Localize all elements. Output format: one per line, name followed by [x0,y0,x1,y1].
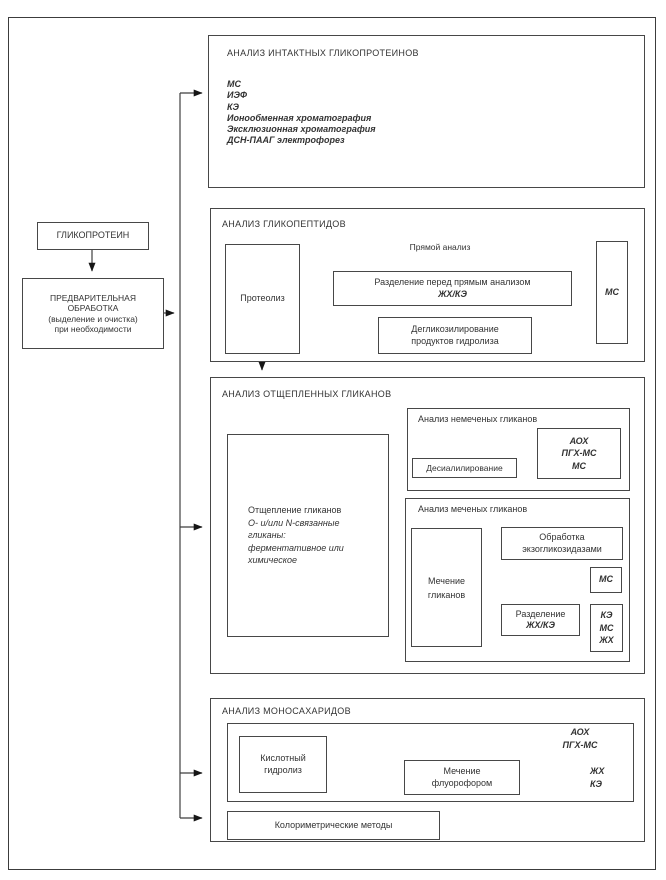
output-item: АОХ [570,727,590,737]
method-item: МС [572,460,586,471]
method-item: МС [227,79,241,89]
ms-label: МС [605,286,619,297]
output-item: КЭ [600,610,613,621]
method-item: ИЭФ [227,90,247,101]
separation-line2: ЖХ/КЭ [438,288,467,299]
section-intact-title: АНАЛИЗ ИНТАКТНЫХ ГЛИКОПРОТЕИНОВ [227,48,419,58]
output-item: ЖХ [599,635,614,646]
unlabeled-glycans-title: Анализ немеченых гликанов [418,414,538,424]
glycoprotein-label: ГЛИКОПРОТЕИН [56,230,130,241]
method-item: ПГХ-МС [561,448,597,459]
section-monosaccharides-title: АНАЛИЗ МОНОСАХАРИДОВ [222,706,351,716]
intact-methods-list: МС ИЭФ КЭ Ионообменная хроматография Экс… [227,79,376,147]
pretreatment-line: ПРЕДВАРИТЕЛЬНАЯ [49,292,136,303]
section-glycopeptides-title: АНАЛИЗ ГЛИКОПЕПТИДОВ [222,219,346,229]
method-item: Ионообменная хроматография [227,112,372,123]
acid-hydrolysis-line2: гидролиз [264,764,302,775]
section-glycans-title: АНАЛИЗ ОТЩЕПЛЕННЫХ ГЛИКАНОВ [222,389,392,399]
fluorophore-labeling-box: Мечение флуорофором [404,760,520,795]
method-item: ДСН-ПААГ электрофорез [227,135,345,146]
separation2-line1: Разделение [515,608,566,619]
output-item: КЭ [590,778,603,789]
ke-ms-zh-outputs-box: КЭ МС ЖХ [590,604,623,652]
desialylation-label: Десиалилирование [426,462,503,473]
release-line-italic: ферментативное или [248,542,344,553]
desialylation-box: Десиалилирование [412,458,517,478]
glycan-release-box: Отщепление гликанов O- и/или N-связанные… [227,434,389,637]
deglycosylation-box: Дегликозилирование продуктов гидролиза [378,317,532,354]
pretreatment-line: ОБРАБОТКА [67,303,119,313]
pretreatment-line: (выделение и очистка) [48,313,138,324]
labeling-line2: гликанов [427,589,466,600]
exoglycosidase-line1: Обработка [539,532,585,542]
release-line-italic: O- и/или N-связанные [248,517,340,528]
section-intact-glycoproteins [208,35,645,188]
ms-label: МС [599,574,613,585]
ms-box-glycopeptides: МС [596,241,628,344]
aox-pgc-output-label: АОХ ПГХ-МС [546,726,614,751]
separation2-box: Разделение ЖХ/КЭ [501,604,580,636]
labeling-line1: Мечение [427,575,465,586]
exoglycosidase-line2: экзогликозидазами [522,543,602,554]
fluorophore-line2: флуорофором [431,777,493,788]
labeled-glycans-title: Анализ меченых гликанов [418,504,528,514]
pretreatment-box: ПРЕДВАРИТЕЛЬНАЯ ОБРАБОТКА (выделение и о… [22,278,164,349]
separation2-line2: ЖХ/КЭ [526,620,555,630]
separation-before-analysis-box: Разделение перед прямым анализом ЖХ/КЭ [333,271,572,306]
release-line-italic: гликаны: [248,530,286,541]
pretreatment-line: при необходимости [54,324,132,334]
colorimetric-methods-box: Колориметрические методы [227,811,440,840]
release-line: Отщепление гликанов [248,505,342,516]
glycan-labeling-box: Мечение гликанов [411,528,482,647]
aox-pgc-ms-box: АОХ ПГХ-МС МС [537,428,621,479]
deglycosylation-line1: Дегликозилирование [411,324,499,334]
method-item: КЭ [227,101,240,112]
output-item: ПГХ-МС [562,739,598,750]
proteolysis-box: Протеолиз [225,244,300,354]
ms-box-labeled: МС [590,567,622,593]
proteolysis-label: Протеолиз [240,293,285,304]
method-item: Эксклюзионная хроматография [227,124,376,135]
glycoprotein-box: ГЛИКОПРОТЕИН [37,222,149,250]
direct-analysis-label: Прямой анализ [409,242,471,252]
output-item: МС [599,622,614,633]
colorimetric-label: Колориметрические методы [274,819,393,830]
exoglycosidase-box: Обработка экзогликозидазами [501,527,623,560]
release-line-italic: химическое [248,555,298,566]
method-item: АОХ [569,435,589,446]
separation-line1: Разделение перед прямым анализом [374,277,531,287]
acid-hydrolysis-line1: Кислотный [260,753,306,763]
acid-hydrolysis-box: Кислотный гидролиз [239,736,327,793]
fluorophore-line1: Мечение [443,766,481,776]
outer-frame [8,17,656,870]
output-item: ЖХ [590,766,605,776]
zh-ke-output-label: ЖХ КЭ [590,765,604,790]
deglycosylation-line2: продуктов гидролиза [411,335,499,346]
release-text-block: Отщепление гликанов O- и/или N-связанные… [248,504,344,567]
